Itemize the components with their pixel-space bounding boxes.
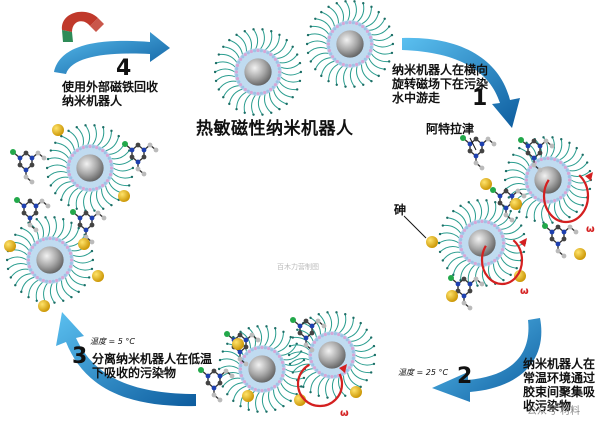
atrazine-label: 阿特拉津 — [426, 122, 475, 136]
nanorobot — [45, 124, 135, 212]
omega-symbol: ω — [520, 286, 529, 297]
arsenic-pointer — [403, 215, 427, 239]
step-4-line-2: 纳米机器人 — [62, 94, 123, 109]
arsenic-particle — [38, 300, 50, 312]
magnet-icon — [61, 11, 104, 42]
step-2-text: 纳米机器人在 常温环境通过 胶束间聚集吸 收污染物 — [523, 357, 595, 414]
nanorobot — [5, 216, 95, 304]
arrow-right-top — [402, 37, 520, 128]
atrazine-molecule — [518, 137, 555, 173]
atrazine-molecule — [490, 187, 527, 223]
atrazine-molecule — [542, 223, 579, 259]
nanorobots — [5, 0, 593, 413]
temperature-room: 温度 = 25 °C — [398, 368, 449, 377]
cycle-arrows — [54, 32, 542, 407]
nanorobot — [213, 28, 303, 116]
step-3-line-1: 分离纳米机器人在低温 — [92, 352, 213, 366]
arsenic-particle — [350, 386, 362, 398]
step-2-line-4: 收污染物 — [523, 399, 572, 414]
atrazine-molecule — [448, 275, 485, 311]
corner-watermark: 公众号·材料 — [527, 406, 581, 417]
step-4-number: 4 — [116, 56, 132, 81]
step-1-text: 纳米机器人在横向 旋转磁场下在污染 水中游走 — [392, 63, 488, 105]
arsenic-particle — [242, 390, 254, 402]
step-4-line-1: 使用外部磁铁回收 — [62, 80, 159, 94]
arsenic-particle — [52, 124, 64, 136]
arsenic-particle — [446, 290, 458, 302]
step-2-line-2: 常温环境通过 — [523, 371, 596, 386]
diagram-title: 热敏磁性纳米机器人 — [196, 119, 354, 139]
rotation-arrow: ω — [480, 234, 529, 297]
arsenic-particle — [118, 190, 130, 202]
atrazine-molecule — [14, 197, 51, 233]
atrazine-pointer — [469, 137, 477, 151]
arrow-bottom-right — [432, 318, 542, 402]
atrazine-molecule — [198, 367, 235, 403]
arsenic-particle — [4, 240, 16, 252]
atrazine-molecule — [10, 149, 47, 185]
atrazine-molecule — [122, 141, 159, 177]
omega-symbol: ω — [340, 408, 349, 419]
arsenic-particle — [78, 238, 90, 250]
arsenic-particle — [92, 270, 104, 282]
nanorobot — [217, 325, 307, 413]
step-1-line-1: 纳米机器人在横向 — [392, 63, 489, 77]
atrazine-molecule — [460, 135, 497, 171]
arsenic-particle — [514, 270, 526, 282]
temperature-low: 温度 = 5 °C — [90, 337, 136, 346]
rotation-arrow: ω — [296, 360, 349, 419]
atrazine-molecule — [70, 209, 107, 245]
rotation-arrows: ω ω ω — [296, 168, 595, 419]
step-2-line-3: 胶束间聚集吸 — [523, 385, 596, 400]
step-3-text: 分离纳米机器人在低温 下吸收的污染物 — [92, 352, 212, 380]
arsenic-particle — [510, 198, 522, 210]
step-3-number: 3 — [72, 344, 88, 369]
step-1-line-2: 旋转磁场下在污染 — [392, 77, 489, 92]
step-1-number: 1 — [472, 86, 488, 111]
nanorobot — [437, 199, 527, 287]
rotation-arrow: ω — [542, 168, 595, 235]
arsenic-particles — [4, 124, 586, 406]
nanorobot — [305, 0, 395, 88]
step-4-text: 使用外部磁铁回收 纳米机器人 — [62, 80, 158, 108]
watermark: 百木力营制图 — [277, 263, 319, 271]
step-2-line-1: 纳米机器人在 — [523, 357, 596, 371]
omega-symbol: ω — [586, 224, 595, 235]
step-2-number: 2 — [457, 364, 473, 389]
arsenic-label: 砷 — [394, 203, 407, 217]
step-1-line-3: 水中游走 — [392, 91, 441, 106]
arsenic-particle — [574, 248, 586, 260]
arsenic-particle — [426, 236, 438, 248]
arsenic-particle — [480, 178, 492, 190]
arrow-bottom-left — [56, 312, 196, 407]
arrow-top-left — [54, 32, 170, 74]
step-3-line-2: 下吸收的污染物 — [92, 366, 177, 381]
arsenic-particle — [232, 338, 244, 350]
atrazine-molecule — [290, 317, 327, 353]
